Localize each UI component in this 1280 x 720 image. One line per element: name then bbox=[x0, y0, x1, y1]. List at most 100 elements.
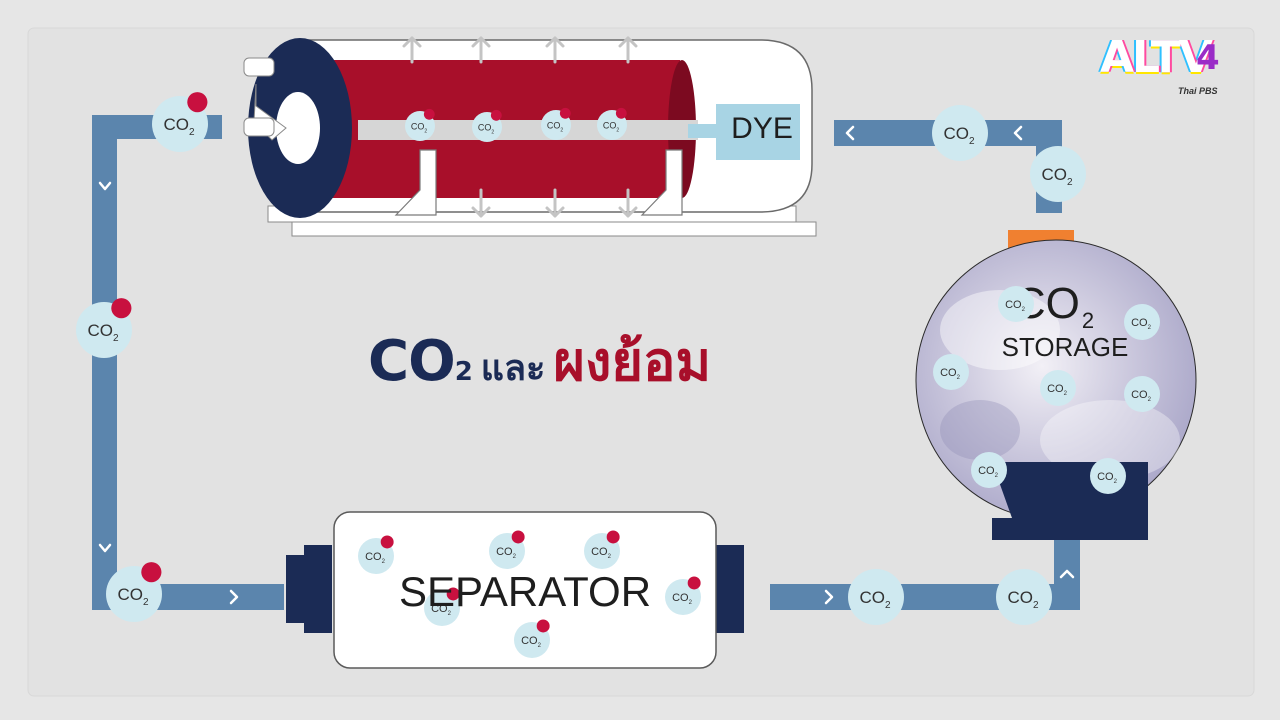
co2-bubble: CO2 bbox=[541, 107, 571, 140]
title-dye: ผงย้อม bbox=[553, 330, 712, 393]
co2-bubble: CO2 bbox=[665, 576, 701, 615]
dye-particle-dot bbox=[615, 107, 627, 119]
flow-arrow-left-icon bbox=[845, 125, 855, 141]
flow-arrow-left-icon bbox=[1013, 125, 1023, 141]
co2-bubble-label: CO2 bbox=[1131, 317, 1152, 331]
co2-bubble-circle bbox=[932, 105, 988, 161]
channel-logo: ALTV 4 Thai PBS bbox=[1100, 32, 1260, 102]
co2-bubble: CO2 bbox=[848, 569, 904, 625]
co2-bubble-label: CO2 bbox=[411, 121, 428, 134]
separator-flange-left bbox=[304, 545, 332, 633]
co2-bubble-label: CO2 bbox=[1131, 389, 1152, 403]
co2-bubble: CO2 bbox=[424, 587, 460, 626]
arrow-up-icon bbox=[471, 36, 491, 64]
co2-bubble-label: CO2 bbox=[431, 603, 452, 617]
co2-bubble: CO2 bbox=[932, 105, 988, 161]
door-window bbox=[276, 92, 320, 164]
co2-bubble-label: CO2 bbox=[547, 120, 564, 133]
co2-bubble: CO2 bbox=[996, 569, 1052, 625]
flow-arrow-down-icon bbox=[98, 543, 112, 553]
co2-bubble: CO2 bbox=[584, 530, 620, 569]
dye-particle-dot bbox=[423, 108, 435, 120]
co2-bubble-label: CO2 bbox=[117, 585, 149, 608]
co2-bubble: CO2 bbox=[933, 354, 969, 390]
dye-particle-dot bbox=[446, 587, 460, 601]
co2-bubble: CO2 bbox=[358, 535, 394, 574]
co2-bubble-label: CO2 bbox=[496, 546, 517, 560]
title-and: และ bbox=[480, 348, 546, 389]
dye-nozzle bbox=[688, 104, 800, 160]
co2-bubble-label: CO2 bbox=[521, 635, 542, 649]
dye-particle-dot bbox=[606, 530, 620, 544]
dye-particle-dot bbox=[559, 107, 571, 119]
co2-bubble-circle bbox=[1030, 146, 1086, 202]
co2-bubble-label: CO2 bbox=[163, 115, 195, 138]
dye-particle-dot bbox=[687, 576, 701, 590]
co2-bubble-circle bbox=[848, 569, 904, 625]
dye-particle-dot bbox=[490, 109, 502, 121]
pipe-right-up bbox=[1054, 540, 1080, 610]
flow-arrow-right-icon bbox=[229, 589, 239, 605]
co2-bubble: CO2 bbox=[76, 298, 132, 358]
co2-bubble-circle bbox=[933, 354, 969, 390]
co2-bubble: CO2 bbox=[1090, 458, 1126, 494]
arrow-up-icon bbox=[402, 36, 422, 64]
dye-particle-dot bbox=[536, 619, 550, 633]
co2-bubble-label: CO2 bbox=[1097, 471, 1118, 485]
arrow-up-icon bbox=[545, 36, 565, 64]
dye-particle-dot bbox=[511, 530, 525, 544]
flow-arrow-up-icon bbox=[1059, 569, 1075, 579]
co2-bubble: CO2 bbox=[1040, 370, 1076, 406]
co2-bubble: CO2 bbox=[405, 108, 435, 141]
co2-bubble-label: CO2 bbox=[672, 592, 693, 606]
title-co: CO bbox=[368, 329, 456, 394]
co2-bubble-label: CO2 bbox=[1007, 588, 1039, 611]
co2-bubble: CO2 bbox=[106, 562, 162, 622]
logo-subtitle: Thai PBS bbox=[1178, 86, 1218, 96]
co2-bubble-label: CO2 bbox=[943, 124, 975, 147]
co2-bubble-circle bbox=[971, 452, 1007, 488]
co2-bubble-label: CO2 bbox=[859, 588, 891, 611]
co2-bubble-circle bbox=[1090, 458, 1126, 494]
co2-bubble-label: CO2 bbox=[940, 367, 961, 381]
co2-bubble-circle bbox=[1124, 376, 1160, 412]
door-hinge bbox=[243, 117, 275, 137]
co2-bubble-circle bbox=[998, 286, 1034, 322]
flow-arrow-right-icon bbox=[824, 589, 834, 605]
co2-bubble-circle bbox=[1124, 304, 1160, 340]
co2-bubble-label: CO2 bbox=[365, 551, 386, 565]
co2-bubble-circle bbox=[996, 569, 1052, 625]
co2-bubble: CO2 bbox=[1124, 376, 1160, 412]
co2-bubble-label: CO2 bbox=[1005, 299, 1026, 313]
dye-particle-dot bbox=[111, 298, 132, 319]
co2-bubble: CO2 bbox=[472, 109, 502, 142]
co2-bubble: CO2 bbox=[489, 530, 525, 569]
co2-bubble-circle bbox=[1040, 370, 1076, 406]
storage-label: STORAGE bbox=[1002, 332, 1129, 362]
co2-bubble-label: CO2 bbox=[591, 546, 612, 560]
arrow-up-icon bbox=[618, 36, 638, 64]
logo-text: ALTV bbox=[1100, 32, 1213, 83]
co2-bubble: CO2 bbox=[998, 286, 1034, 322]
dye-label: DYE bbox=[731, 112, 793, 145]
arrow-down-icon bbox=[545, 188, 565, 218]
drum-support bbox=[640, 149, 683, 216]
dye-particle-dot bbox=[141, 562, 162, 583]
co2-bubble-label: CO2 bbox=[87, 321, 119, 344]
drum-support bbox=[394, 149, 437, 216]
pipe-left-vertical bbox=[92, 115, 117, 610]
dye-particle-dot bbox=[187, 92, 208, 113]
dye-particle-dot bbox=[380, 535, 394, 549]
co2-bubble: CO2 bbox=[1124, 304, 1160, 340]
co2-bubble-label: CO2 bbox=[603, 120, 620, 133]
separator-unit bbox=[286, 511, 744, 669]
co2-bubble: CO2 bbox=[152, 92, 208, 152]
separator-label: SEPARATOR bbox=[399, 568, 651, 615]
separator-flange-right bbox=[716, 545, 744, 633]
title-co-subscript: 2 bbox=[454, 357, 473, 387]
co2-bubble: CO2 bbox=[1030, 146, 1086, 202]
co2-bubble-label: CO2 bbox=[1041, 165, 1073, 188]
